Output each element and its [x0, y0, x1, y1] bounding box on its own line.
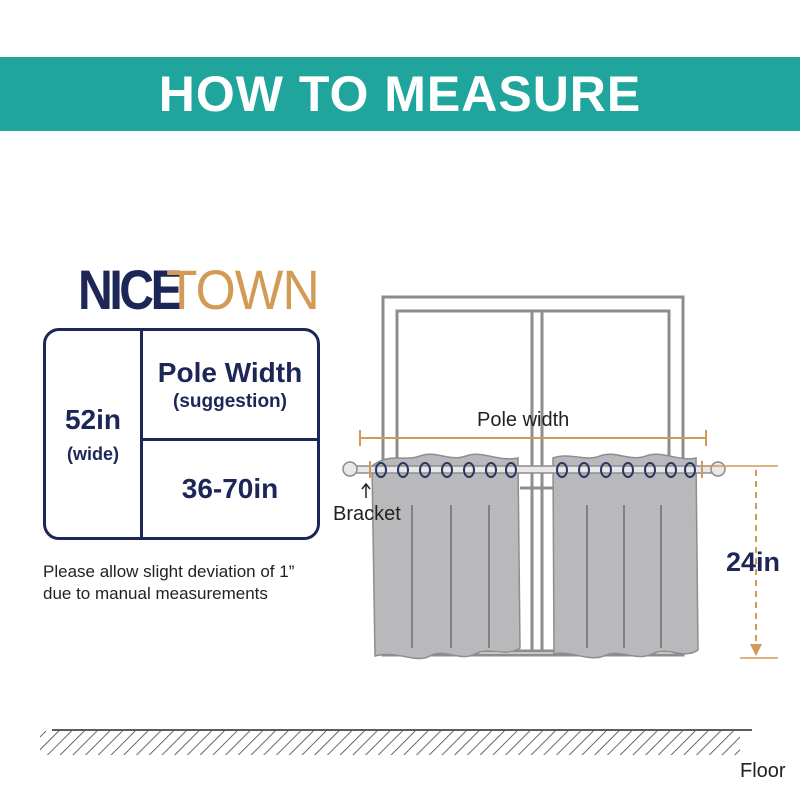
page-title: HOW TO MEASURE: [158, 66, 642, 122]
pole-range-value: 36-70in: [181, 473, 279, 504]
bracket-arrow: [361, 482, 371, 498]
width-note: (wide): [67, 443, 119, 464]
pole-width-label: Pole width: [477, 409, 570, 431]
brand-logo: NICE TOWN: [78, 262, 332, 318]
pole-range-cell: 36-70in: [143, 441, 317, 537]
curtain-panel-right: [552, 453, 699, 659]
deviation-note-line1: Please allow slight deviation of 1”: [43, 562, 295, 581]
deviation-note-line2: due to manual measurements: [43, 584, 268, 603]
height-label: 24in: [726, 547, 781, 577]
width-cell: 52in (wide): [46, 331, 140, 537]
width-value: 52in: [64, 403, 122, 435]
pole-width-note: (suggestion): [173, 390, 287, 412]
height-measure-line: [705, 465, 778, 659]
bracket-label: Bracket: [333, 503, 401, 525]
size-spec-table: 52in (wide) Pole Width (suggestion) 36-7…: [43, 328, 320, 540]
table-divider-vertical: [140, 331, 143, 537]
pole-width-header-cell: Pole Width (suggestion): [143, 331, 317, 438]
curtain-panel-left: [371, 453, 521, 660]
floor: [40, 729, 752, 755]
floor-label: Floor: [740, 760, 786, 782]
brand-logo-town: TOWN: [166, 258, 320, 321]
header-banner: HOW TO MEASURE: [0, 57, 800, 131]
table-divider-horizontal: [140, 438, 317, 441]
pole-width-title: Pole Width: [157, 356, 303, 388]
deviation-note: Please allow slight deviation of 1” due …: [43, 561, 294, 605]
pole-width-measure-line: [359, 430, 707, 446]
grommet-rings: [375, 462, 696, 478]
